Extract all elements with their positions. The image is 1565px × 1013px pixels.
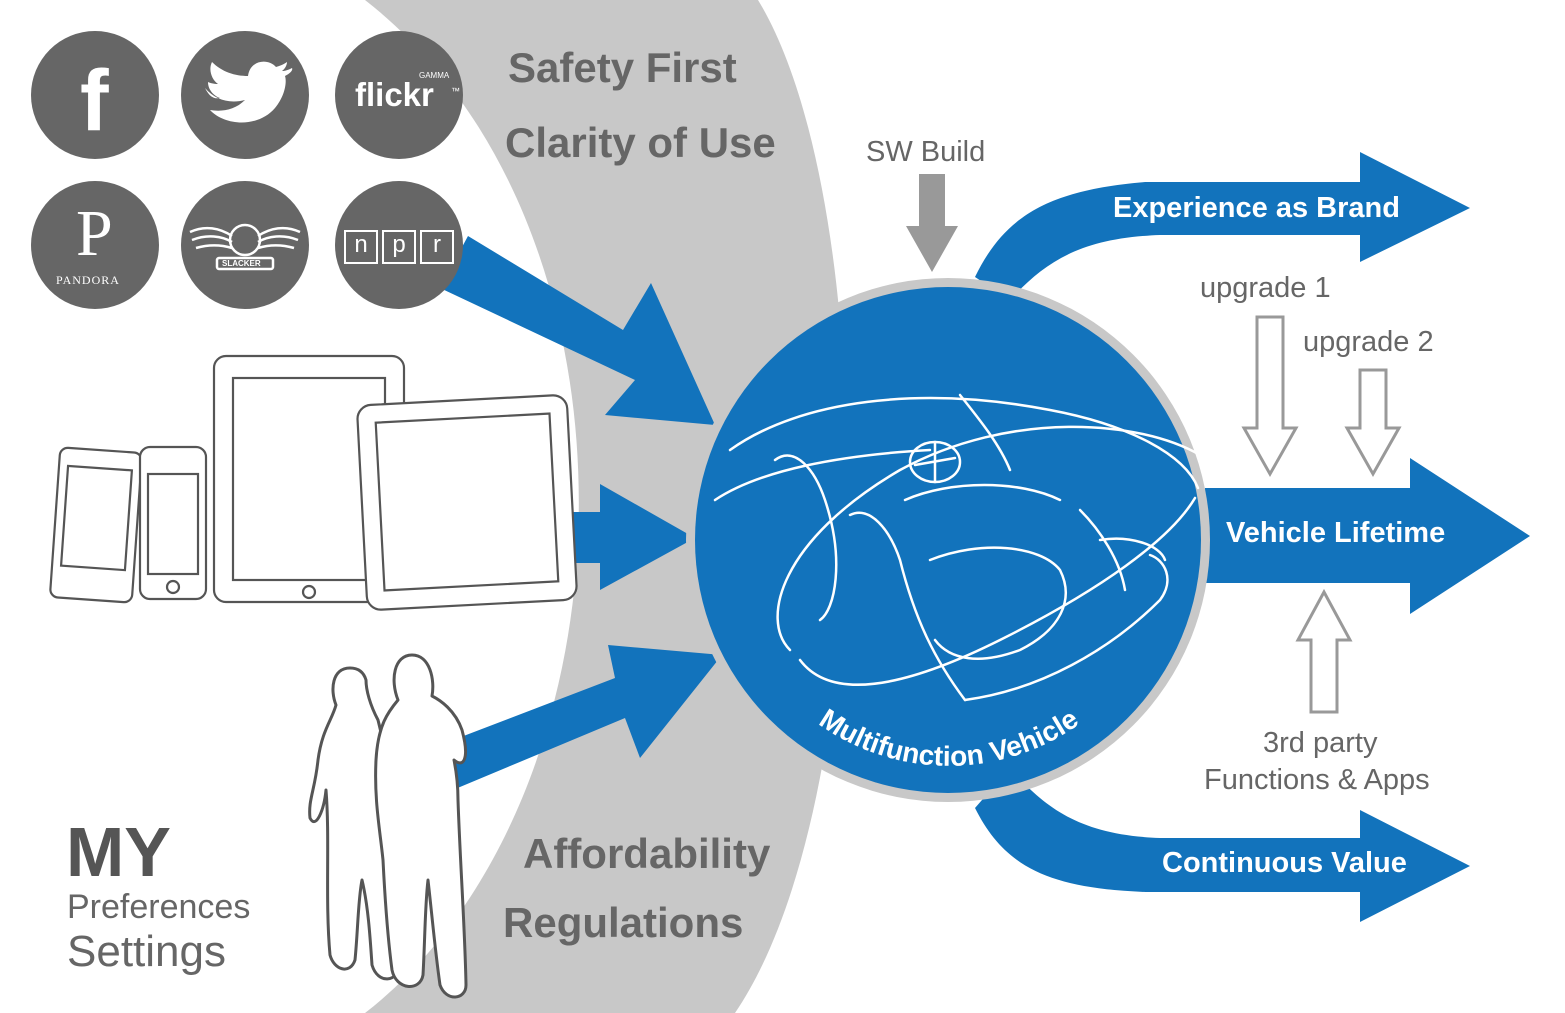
facebook-logo-text: f <box>80 53 109 149</box>
twitter-bird-shape <box>205 61 293 123</box>
slacker-logo-text: SLACKER <box>222 259 261 268</box>
arrow-devices-to-vehicle <box>555 484 695 590</box>
service-icon-grid <box>31 31 463 309</box>
flickr-trademark: ™ <box>451 86 460 96</box>
slacker-wings-icon <box>181 181 309 309</box>
constraint-affordability: Affordability <box>523 830 771 877</box>
output-continuous-value: Continuous Value <box>1162 847 1407 879</box>
upgrade-1-label: upgrade 1 <box>1200 272 1331 304</box>
upgrade-arrows <box>1241 315 1402 714</box>
npr-logo: n p r <box>344 230 454 264</box>
upgrade-1-arrow <box>1241 315 1299 478</box>
third-party-arrow <box>1295 588 1353 714</box>
upgrade-2-arrow <box>1344 368 1402 478</box>
output-experience-as-brand: Experience as Brand <box>1113 192 1400 224</box>
output-vehicle-lifetime: Vehicle Lifetime <box>1226 517 1446 549</box>
pandora-logo-text: PANDORA <box>56 273 120 287</box>
sw-build-label: SW Build <box>866 136 986 168</box>
devices-group <box>49 354 578 611</box>
pandora-logo-letter: P <box>76 197 113 270</box>
npr-letter-p: p <box>382 230 416 264</box>
facebook-icon <box>31 31 159 159</box>
flickr-logo-text: flickr <box>355 76 434 113</box>
constraint-safety-first: Safety First <box>508 44 737 91</box>
third-party-functions-label: Functions & Apps <box>1204 764 1430 796</box>
flickr-gamma-badge: GAMMA <box>419 71 450 80</box>
flickr-icon <box>335 31 463 159</box>
my-settings: Settings <box>67 927 226 976</box>
people-silhouette-icon <box>308 653 468 999</box>
third-party-label: 3rd party <box>1263 727 1378 759</box>
upgrade-2-label: upgrade 2 <box>1303 326 1434 358</box>
sw-build-arrow <box>906 174 958 272</box>
vehicle-circle <box>695 287 1201 793</box>
arrow-services-to-vehicle <box>440 236 715 425</box>
npr-letter-r: r <box>420 230 454 264</box>
slacker-wings-shape <box>189 223 301 271</box>
pandora-icon <box>31 181 159 309</box>
input-arrows <box>440 236 722 792</box>
arrow-experience-as-brand <box>975 152 1470 300</box>
npr-letter-n: n <box>344 230 378 264</box>
constraint-clarity-of-use: Clarity of Use <box>505 119 776 166</box>
my-title: MY <box>66 813 171 891</box>
car-interior-sketch-icon <box>713 393 1202 702</box>
my-preferences: Preferences <box>67 888 251 926</box>
arrow-people-to-vehicle <box>440 645 722 792</box>
output-arrows <box>975 152 1530 922</box>
arrow-vehicle-lifetime <box>1205 458 1530 614</box>
constraint-regulations: Regulations <box>503 899 744 946</box>
arrow-continuous-value <box>975 768 1470 922</box>
npr-icon <box>335 181 463 309</box>
